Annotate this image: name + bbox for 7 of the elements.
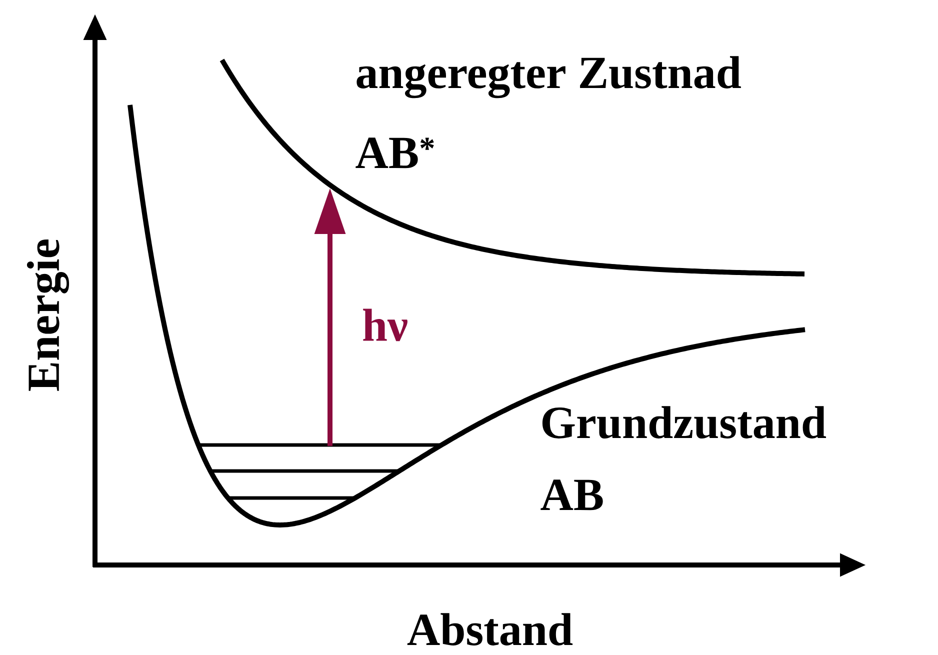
curve-label: Grundzustand bbox=[542, 406, 826, 439]
curve-label: AB bbox=[540, 480, 603, 510]
photon-label: hν bbox=[363, 308, 408, 342]
curve-label: AB$^{*}$ bbox=[356, 138, 434, 168]
axis-label: Abstand bbox=[407, 613, 573, 646]
axis-label: Energie bbox=[26, 240, 70, 391]
curve-label: angeregter Zustnad bbox=[356, 56, 741, 98]
